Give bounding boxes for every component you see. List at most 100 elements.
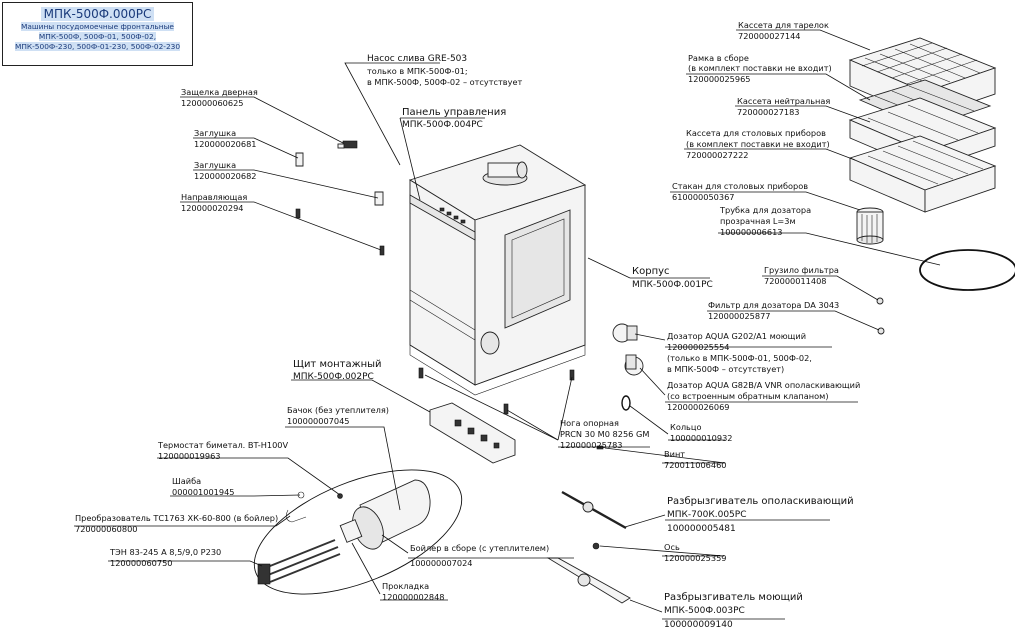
plug-2 xyxy=(374,191,384,206)
label-code: 120000020682 xyxy=(194,171,257,181)
label-name: Дозатор AQUA G82B/A VNR ополаскивающий xyxy=(667,380,860,390)
plug-1 xyxy=(295,152,304,167)
label-code: 720000011408 xyxy=(764,276,827,286)
label-code: 120000020681 xyxy=(194,139,257,149)
callout-boiler: Бойлер в сборе (с утеплителем) 100000007… xyxy=(410,543,549,568)
label-code: 720000027222 xyxy=(686,150,749,160)
label-code: 100000007045 xyxy=(287,416,350,426)
screw xyxy=(596,445,604,450)
label-note-1: только в МПК-500Ф-01; xyxy=(367,66,468,76)
callout-frame: Рамка в сборе (в комплект поставки не вх… xyxy=(688,53,832,84)
label-code: 100000006613 xyxy=(720,227,783,237)
label-name: Заглушка xyxy=(194,128,236,138)
label-code: 120000020294 xyxy=(181,203,244,213)
label-code: 720000027183 xyxy=(737,107,800,117)
label-name: Термостат биметал. BT-H100V xyxy=(157,440,288,450)
title-line-3: МПК-500Ф-230, 500Ф-01-230, 500Ф-02-230 xyxy=(14,42,181,51)
label-name: Защелка дверная xyxy=(181,87,258,97)
callout-pump: Насос слива GRE-503 только в МПК-500Ф-01… xyxy=(367,54,523,87)
callout-tank: Бачок (без утеплителя) 100000007045 xyxy=(287,405,389,426)
label-name: Щит монтажный xyxy=(293,359,382,370)
wash-sprayer xyxy=(546,557,631,604)
feet xyxy=(418,367,575,415)
label-name: Разбрызгиватель моющий xyxy=(664,592,803,603)
label-code: 120000025783 xyxy=(560,440,623,450)
callout-plate-rack: Кассета для тарелок 720000027144 xyxy=(738,20,829,41)
label-code: 100000007024 xyxy=(410,558,473,568)
callout-foot: Нога опорная PRCN 30 M0 8256 GM 12000002… xyxy=(560,418,649,450)
label-code: 120000060625 xyxy=(181,98,244,108)
label-name: Винт xyxy=(664,449,685,459)
label-code: 720011006460 xyxy=(664,460,727,470)
label-code: 120000002848 xyxy=(382,592,445,602)
callout-dosing-filter: Фильтр для дозатора DA 3043 120000025877 xyxy=(708,300,839,321)
callout-guide: Направляющая 120000020294 xyxy=(181,192,247,213)
label-name: Кольцо xyxy=(670,422,701,432)
label-name: Кассета для тарелок xyxy=(738,20,829,30)
callout-wash-sprayer: Разбрызгиватель моющий МПК-500Ф.003РС 10… xyxy=(664,592,803,630)
label-code: МПК-500Ф.001РС xyxy=(632,280,713,290)
machine-body xyxy=(408,144,587,396)
door-latch xyxy=(337,140,358,149)
label-note-2: в МПК-500Ф – отсутствует) xyxy=(667,364,784,374)
callout-gasket: Прокладка 120000002848 xyxy=(382,581,445,602)
callout-screw: Винт 720011006460 xyxy=(664,449,727,470)
callout-tube: Трубка для дозатора прозрачная L=3м 1000… xyxy=(719,205,811,237)
label-code: 120000025877 xyxy=(708,311,771,321)
label-code: МПК-500Ф.002РС xyxy=(293,372,374,382)
label-code: 720000027144 xyxy=(738,31,801,41)
label-name: Шайба xyxy=(172,476,201,486)
label-note-1: (только в МПК-500Ф-01, 500Ф-02, xyxy=(667,353,812,363)
label-code: 100000010932 xyxy=(670,433,733,443)
label-code: 000001001945 xyxy=(172,487,235,497)
label-name: Ось xyxy=(664,542,680,552)
label-name: Панель управления xyxy=(402,107,506,118)
callout-cutlery-rack: Кассета для столовых приборов (в комплек… xyxy=(686,128,830,160)
label-code: 120000025965 xyxy=(688,74,751,84)
label-note: прозрачная L=3м xyxy=(720,216,796,226)
callout-door-latch: Защелка дверная 120000060625 xyxy=(181,87,258,108)
label-name: Направляющая xyxy=(181,192,247,202)
callout-plug-2: Заглушка 120000020682 xyxy=(194,160,257,181)
label-code-2: 100000009140 xyxy=(664,620,733,630)
label-name: Кассета нейтральная xyxy=(737,96,830,106)
boiler-group xyxy=(253,469,463,595)
label-note: PRCN 30 M0 8256 GM xyxy=(560,429,649,439)
callout-filter-weight: Грузило фильтра 720000011408 xyxy=(764,265,839,286)
cutlery-cup xyxy=(856,207,884,245)
label-note: (в комплект поставки не входит) xyxy=(686,139,830,149)
label-code: 120000025359 xyxy=(664,553,727,563)
callout-cutlery-cup: Стакан для столовых приборов 61000005036… xyxy=(672,181,808,202)
dispenser-wash xyxy=(612,323,638,343)
ring xyxy=(621,395,631,411)
label-name: Трубка для дозатора xyxy=(719,205,811,215)
label-name: Грузило фильтра xyxy=(764,265,839,275)
label-code: 120000060750 xyxy=(110,558,173,568)
label-name: Заглушка xyxy=(194,160,236,170)
label-name: Бачок (без утеплителя) xyxy=(287,405,389,415)
label-code: 120000019963 xyxy=(158,451,221,461)
label-note: (со встроенным обратным клапаном) xyxy=(667,391,829,401)
control-buttons xyxy=(439,207,466,224)
label-code-2: 100000005481 xyxy=(667,524,736,534)
label-name: Фильтр для дозатора DA 3043 xyxy=(708,300,839,310)
label-code-1: МПК-700К.005РС xyxy=(667,510,747,520)
leader-lines xyxy=(74,29,941,620)
callout-dispenser-rinse: Дозатор AQUA G82B/A VNR ополаскивающий (… xyxy=(667,380,860,412)
label-name: Стакан для столовых приборов xyxy=(672,181,808,191)
guide xyxy=(295,208,385,256)
rack-cutlery xyxy=(848,135,997,213)
label-name: ТЭН 83-245 А 8,5/9,0 Р230 xyxy=(109,547,221,557)
label-code: 120000025554 xyxy=(667,342,730,352)
callout-plug-1: Заглушка 120000020681 xyxy=(194,128,257,149)
title-code: МПК-500Ф.000РС xyxy=(40,7,155,21)
callout-converter: Преобразователь ТС1763 ХК-60-800 (в бойл… xyxy=(75,513,278,534)
callout-rinse-sprayer: Разбрызгиватель ополаскивающий МПК-700К.… xyxy=(667,496,854,534)
label-name: Кассета для столовых приборов xyxy=(686,128,826,138)
callout-axis: Ось 120000025359 xyxy=(664,542,727,563)
label-code-1: МПК-500Ф.003РС xyxy=(664,606,745,616)
label-name: Разбрызгиватель ополаскивающий xyxy=(667,496,854,507)
label-name: Бойлер в сборе (с утеплителем) xyxy=(410,543,549,553)
title-block: МПК-500Ф.000РС Машины посудомоечные фрон… xyxy=(2,2,193,66)
